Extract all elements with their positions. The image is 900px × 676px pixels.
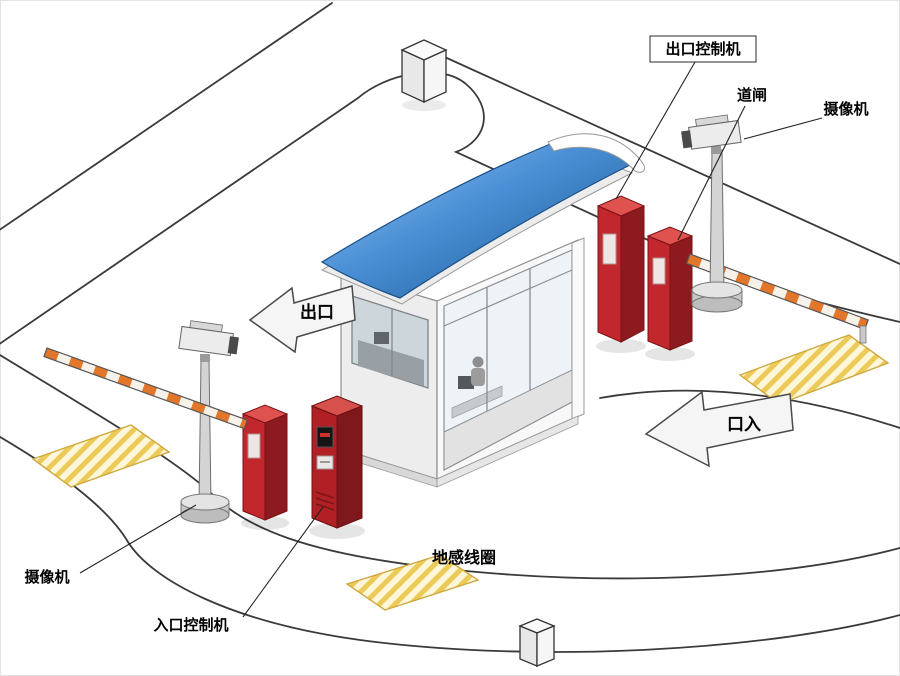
canopy-roof: [320, 133, 645, 305]
arrow-shape: [644, 390, 794, 468]
interior-monitor: [458, 376, 474, 389]
camera-lens-icon: [681, 130, 693, 149]
barrier-arm-end-support: [859, 325, 867, 344]
label-camera-right: 摄像机: [743, 100, 869, 140]
pole-base-top: [691, 281, 743, 299]
exit-direction-text: 出口: [300, 302, 334, 323]
camera-head: [178, 320, 239, 357]
interior-monitor: [374, 332, 389, 344]
pillar-top: [400, 39, 448, 111]
interior-person-body: [471, 368, 485, 386]
label-camera-left: 摄像机: [24, 504, 197, 586]
machine-front: [597, 205, 622, 343]
grille-line: [315, 497, 335, 505]
ground-coil-right: [738, 334, 890, 405]
callouts: 出口控制机 道闸 摄像机 摄像机 入口控制机 地感线圈: [24, 35, 869, 634]
arrow-shape: [248, 285, 356, 354]
label-entry-controller: 入口控制机: [153, 506, 324, 634]
roof-wave-tip: [547, 133, 645, 173]
leader-line: [242, 506, 324, 618]
camera-head: [681, 114, 742, 150]
camera-pole: [198, 359, 212, 505]
machine-side: [620, 205, 645, 343]
label-text: 入口控制机: [153, 616, 228, 634]
pillar-bottom: [518, 618, 556, 667]
exit-controller-machine: [596, 195, 646, 343]
road-outer-bottom-edge: [0, 435, 900, 653]
road-right-inner-edge: [599, 389, 900, 429]
ground-coil-left: [31, 424, 171, 488]
machine-side: [264, 413, 288, 521]
shadow: [309, 523, 365, 539]
pillar-right-face: [423, 48, 447, 104]
label-text: 地感线圈: [432, 548, 496, 567]
exit-equipment: [596, 195, 869, 361]
machine-panel: [602, 233, 617, 265]
shadow: [645, 347, 695, 361]
label-ground-coil: 地感线圈: [432, 548, 496, 567]
machine-panel: [247, 433, 261, 459]
entry-direction-text: 口入: [727, 415, 761, 435]
grille-line: [315, 503, 335, 511]
interior-person-head: [472, 356, 484, 368]
shadow: [596, 339, 646, 353]
label-barrier-gate: 道闸: [677, 86, 767, 241]
machine-front: [242, 413, 266, 521]
booth-right-window: [443, 249, 573, 471]
leader-line: [677, 105, 746, 241]
barrier-arm: [43, 347, 249, 430]
pillar-left-face: [401, 48, 425, 104]
ground-coil-bottom: [345, 554, 480, 611]
label-text: 出口控制机: [665, 40, 740, 58]
camera-mount: [711, 146, 721, 154]
machine-front: [647, 235, 671, 351]
barrier-arm-right: [685, 253, 869, 331]
pole-base-top: [180, 493, 230, 511]
interior-counter: [358, 340, 424, 386]
transom-rail: [443, 269, 573, 327]
label-exit-controller: 出口控制机: [615, 35, 757, 200]
grille-line: [315, 491, 335, 499]
entry-controller-machine: [310, 395, 364, 529]
guard-booth: [340, 237, 585, 488]
leader-line: [79, 504, 197, 574]
machine-panel: [652, 257, 666, 285]
camera-right: [681, 114, 743, 313]
label-text: 摄像机: [823, 100, 868, 118]
pillar-top-shadow: [402, 99, 446, 111]
barrier-arm: [685, 253, 869, 331]
road-top-left-outer-edge: [0, 2, 333, 231]
camera-mount: [200, 354, 210, 362]
pillar-left-face: [519, 625, 538, 667]
entry-direction-arrow: 口入: [644, 390, 794, 468]
machine-side: [669, 235, 693, 351]
label-text: 道闸: [737, 86, 767, 104]
shadow: [241, 516, 289, 530]
road-uturn-edge: [0, 71, 649, 345]
entry-equipment: [241, 395, 365, 539]
booth-base-right: [436, 415, 579, 488]
display-digits: [320, 433, 330, 437]
leader-line: [615, 61, 696, 200]
camera-left: [178, 320, 239, 524]
machine-side: [336, 405, 363, 529]
interior-desk: [451, 385, 503, 419]
leader-line: [743, 117, 823, 140]
barrier-arm-left: [43, 347, 249, 430]
label-text: 摄像机: [24, 568, 69, 586]
road-lines: [0, 2, 900, 653]
exit-direction-arrow: 出口: [248, 285, 356, 354]
booth-corner-column: [571, 237, 585, 420]
label-box: [649, 35, 757, 63]
camera-lens-icon: [227, 336, 239, 355]
pillar-right-face: [536, 625, 555, 667]
road-exit-far-edge: [437, 53, 900, 265]
barrier-gate-machine-left: [241, 404, 289, 521]
barrier-gate-machine-right: [646, 226, 694, 351]
booth-left-window: [351, 295, 429, 389]
